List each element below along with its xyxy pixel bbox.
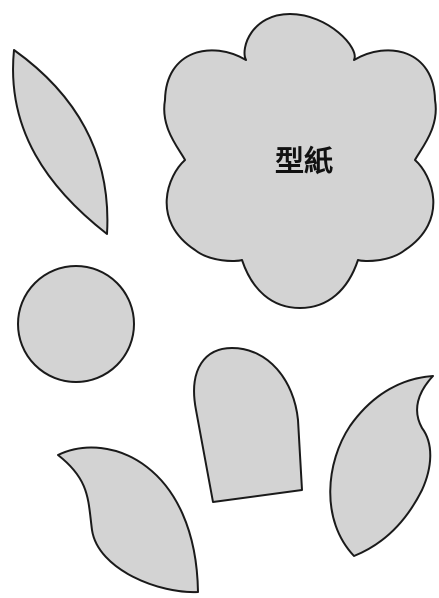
leaf-shape xyxy=(57,446,199,594)
leaf-shape xyxy=(12,49,109,235)
petal-shape xyxy=(193,347,303,503)
flower-shape xyxy=(163,13,437,309)
circle-shape xyxy=(17,265,135,383)
leaf-shape xyxy=(329,375,434,557)
page-title: 型紙 xyxy=(275,144,333,178)
